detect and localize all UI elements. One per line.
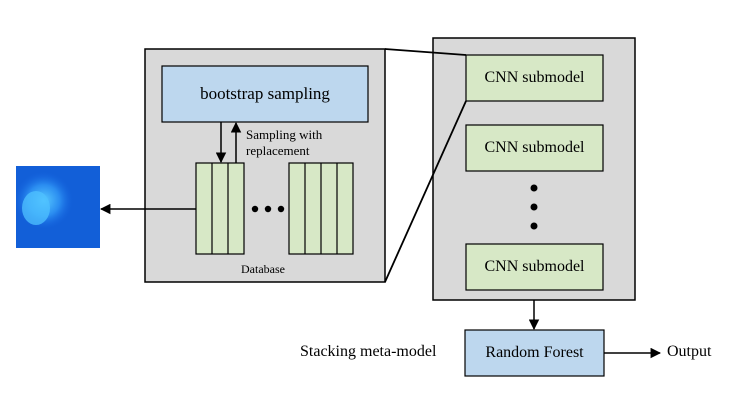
cnn-submodel-box-3	[465, 243, 604, 291]
cnn-submodel-box-2	[465, 124, 604, 172]
random-forest-label: Random Forest	[485, 344, 584, 361]
sample-image	[16, 166, 100, 248]
zoom-line-top	[384, 48, 467, 56]
cnn-submodel-label-3: CNN submodel	[484, 258, 585, 275]
stacking-meta-model-label: Stacking meta-model	[300, 343, 437, 360]
cnn-submodel-label-2: CNN submodel	[484, 139, 585, 156]
database-group-2	[288, 162, 354, 255]
bootstrap-sampling-label: bootstrap sampling	[200, 84, 330, 103]
random-forest-box	[464, 329, 605, 377]
sampling-with-replacement-label: Sampling with replacement	[246, 127, 323, 158]
output-label: Output	[667, 343, 712, 360]
bootstrap-sampling-box	[161, 65, 369, 123]
database-label: Database	[241, 262, 285, 276]
cnn-submodel-label-1: CNN submodel	[484, 69, 585, 86]
zoom-line-bottom	[384, 100, 467, 283]
database-ellipsis	[251, 205, 285, 213]
cnn-submodel-box-1	[465, 54, 604, 102]
cnn-ellipsis	[530, 184, 538, 230]
database-group-1	[195, 162, 245, 255]
